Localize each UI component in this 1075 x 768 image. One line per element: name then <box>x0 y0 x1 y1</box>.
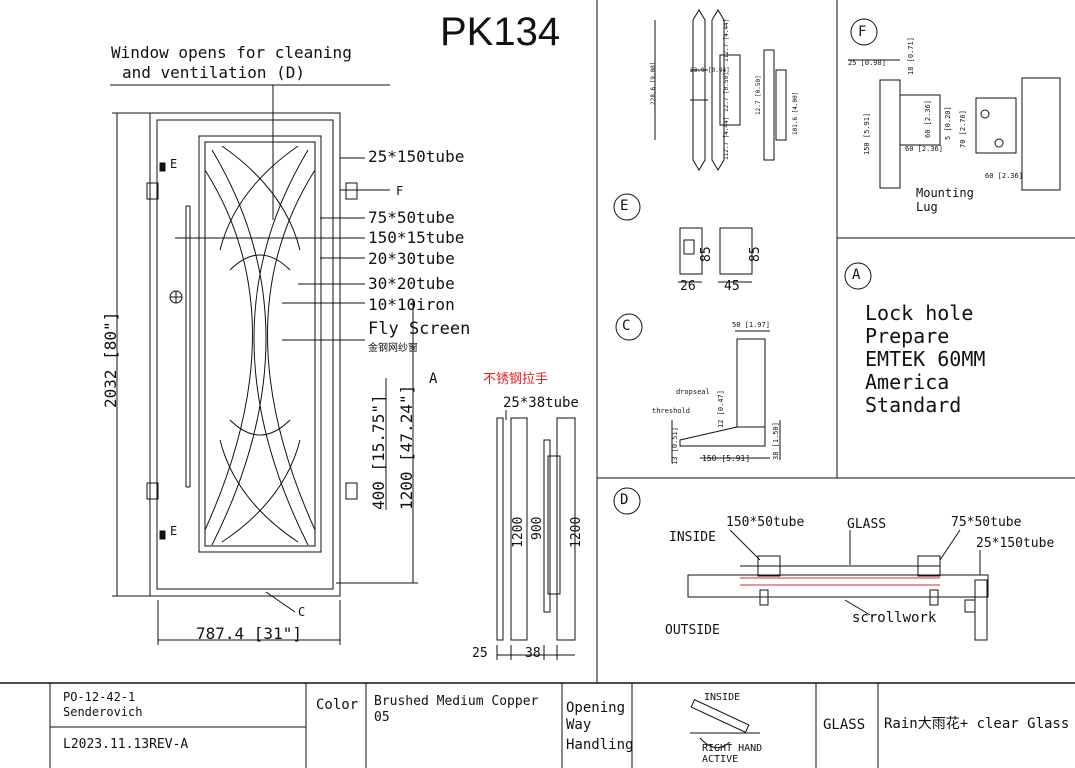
detail-A-line3: EMTEK 60MM <box>865 347 986 371</box>
detail-D-marker: D <box>620 492 629 508</box>
title-swing-hand-line2: ACTIVE <box>702 754 739 765</box>
hinge-dim-3: 12.7 [0.50] <box>723 72 730 112</box>
detail-A-line2: Prepare <box>865 324 950 348</box>
window-note-line1: Window opens for cleaning <box>111 43 352 62</box>
detail-D-glass: GLASS <box>847 517 887 532</box>
label-fly-screen: Fly Screen <box>368 319 471 339</box>
detail-D-inside: INSIDE <box>669 530 716 545</box>
label-fly-screen-cn: 金钢网纱窗 <box>368 343 418 354</box>
detail-C-dim-50: 50 [1.97] <box>732 321 770 329</box>
title-opening-line1: Opening <box>566 700 626 716</box>
detail-E-drawing <box>613 193 753 283</box>
title-glass-value: Rain大雨花+ clear Glass <box>884 716 1070 732</box>
handle-dim-1200-b: 1200 <box>569 516 584 548</box>
detail-E-dim-85a: 85 <box>699 246 714 262</box>
title-color-value-line1: Brushed Medium Copper <box>374 694 539 709</box>
detail-D-tube-150-50: 150*50tube <box>726 515 805 530</box>
marker-E-top: E <box>170 157 178 171</box>
label-75x50-tube: 75*50tube <box>368 208 455 227</box>
detail-C-threshold: threshold <box>652 407 690 415</box>
detail-F-dim-70: 70 [2.76] <box>959 110 967 148</box>
detail-C-dim-150: 150 [5.91] <box>702 454 751 463</box>
detail-D-tube-25-150: 25*150tube <box>976 536 1055 551</box>
detail-F-dim-60b: 60 [2.36] <box>905 145 943 153</box>
title-revision: L2023.11.13REV-A <box>63 737 189 752</box>
detail-F-dim-60a: 60 [2.36] <box>924 100 932 138</box>
detail-C-dropseal: dropseal <box>676 388 710 396</box>
detail-C-dim-38: 38 [1.50] <box>772 422 780 460</box>
detail-C-dim-12: 12 [0.47] <box>717 390 725 428</box>
hinge-dim-1: 112.7 [4.44] <box>723 18 730 62</box>
detail-C-marker: C <box>622 318 631 334</box>
marker-A: A <box>429 371 438 387</box>
detail-D-drawing <box>613 487 989 641</box>
label-20x30-tube: 20*30tube <box>368 249 455 268</box>
detail-A-line4: America <box>865 370 950 394</box>
dim-door-width: 787.4 [31"] <box>196 624 302 643</box>
detail-E-dim-45: 45 <box>724 279 740 294</box>
model-number: PK134 <box>440 10 561 54</box>
hinge-dim-6: 101.6 [4.00] <box>792 91 799 135</box>
title-glass-label: GLASS <box>823 717 866 733</box>
leader-lines <box>110 84 418 645</box>
handle-dim-25: 25 <box>472 646 488 661</box>
detail-A-line5: Standard <box>865 393 962 417</box>
detail-F-marker: F <box>858 24 867 40</box>
detail-A-line1: Lock hole <box>865 301 974 325</box>
dim-height-1200: 1200 [47.24"] <box>397 384 416 510</box>
label-25x150-tube: 25*150tube <box>368 147 465 166</box>
marker-C: C <box>298 605 306 619</box>
marker-E-bottom: E <box>170 524 178 538</box>
detail-F-caption-line1: Mounting <box>916 186 974 200</box>
title-po: PO-12-42-1 <box>63 690 136 704</box>
detail-D-scrollwork: scrollwork <box>852 610 937 626</box>
handle-dim-38: 38 <box>525 646 541 661</box>
title-swing-inside: INSIDE <box>704 692 741 703</box>
detail-A-marker: A <box>852 267 861 283</box>
detail-A-circle <box>844 262 872 290</box>
hinge-dim-2: 23.9 [0.94] <box>690 67 730 74</box>
handle-dim-900: 900 <box>530 516 545 540</box>
detail-D-tube-75-50: 75*50tube <box>951 515 1022 530</box>
hinge-dim-4: 112.7 [4.44] <box>723 116 730 160</box>
marker-F: F <box>396 184 404 198</box>
label-10x10-iron: 10*10iron <box>368 295 455 314</box>
door-elevation <box>146 112 358 597</box>
detail-C-drawing <box>615 313 781 463</box>
hinge-detail <box>654 9 787 171</box>
detail-F-dim-18: 18 [0.71] <box>907 37 915 75</box>
dim-height-400: 400 [15.75"] <box>369 394 388 510</box>
swing-symbol <box>690 699 760 749</box>
label-30x20-tube: 30*20tube <box>368 274 455 293</box>
detail-E-dim-26: 26 <box>680 279 696 294</box>
detail-F-dim-25: 25 [0.98] <box>848 59 886 67</box>
dim-door-height: 2032 [80"] <box>101 311 120 408</box>
detail-C-dim-13: 13 [0.51] <box>671 427 679 465</box>
title-color-value-line2: 05 <box>374 710 390 725</box>
hinge-dim-0: 228.6 [9.00] <box>650 61 657 105</box>
title-color-label: Color <box>316 697 359 713</box>
hinge-dim-5: 12.7 [0.50] <box>755 75 762 115</box>
window-note-line2: and ventilation (D) <box>122 63 306 82</box>
detail-F-dim-60c: 60 [2.36] <box>985 172 1023 180</box>
label-150x15-tube: 150*15tube <box>368 228 465 247</box>
handle-drawing <box>496 410 576 660</box>
detail-F-dim-150: 150 [5.91] <box>863 112 871 155</box>
detail-E-dim-85b: 85 <box>748 246 763 262</box>
title-opening-line3: Handling <box>566 737 634 753</box>
detail-F-drawing <box>848 18 1061 191</box>
handle-title-cn: 不锈钢拉手 <box>483 371 549 386</box>
title-swing-hand-line1: RIGHT HAND <box>702 743 763 754</box>
title-opening-line2: Way <box>566 717 592 733</box>
handle-tube-label: 25*38tube <box>503 395 579 411</box>
handle-dim-1200-a: 1200 <box>511 516 526 548</box>
detail-E-marker: E <box>620 198 629 214</box>
detail-F-dim-5: 5 [0.20] <box>944 106 952 140</box>
title-customer: Senderovich <box>63 705 143 719</box>
detail-F-caption-line2: Lug <box>916 200 938 214</box>
detail-D-outside: OUTSIDE <box>665 623 720 638</box>
